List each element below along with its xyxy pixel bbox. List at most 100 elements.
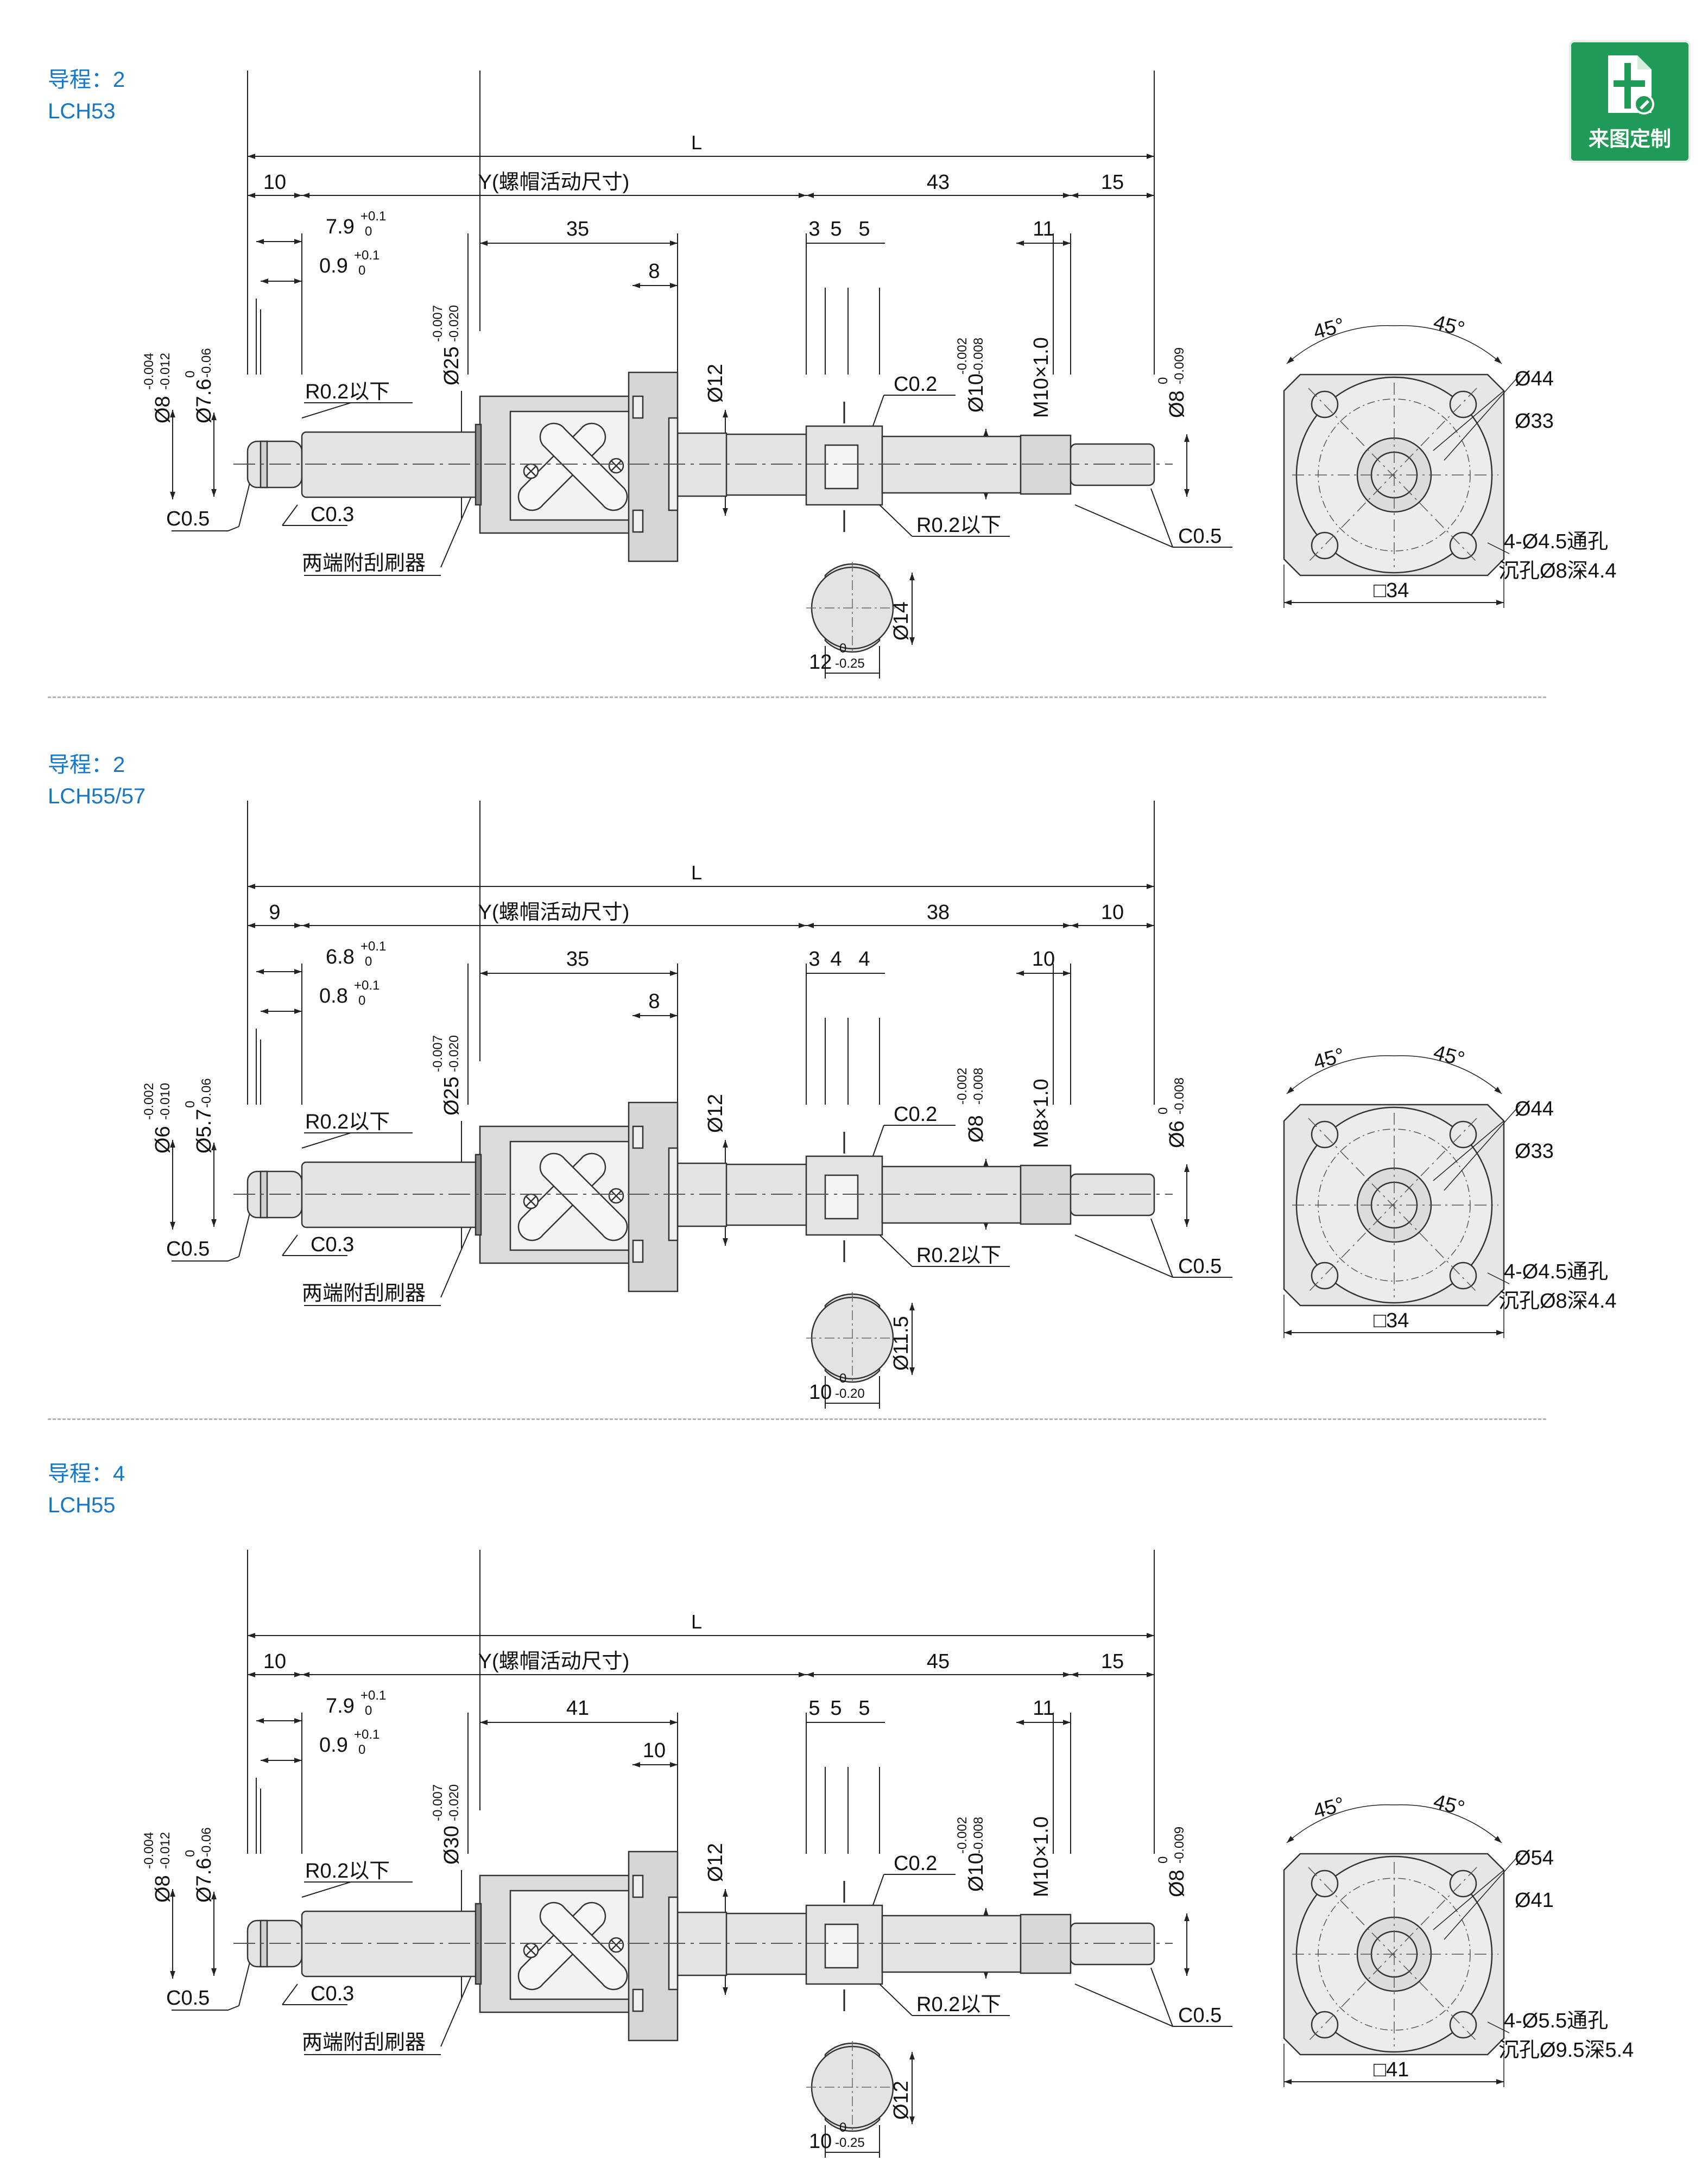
section-3-header: 导程：4 LCH55 (48, 1458, 125, 1521)
dim-a: 7.9 (326, 1695, 355, 1718)
dia-left-end-tol-up: -0.004 (142, 1832, 156, 1869)
dim-b: 0.8 (319, 985, 348, 1007)
cross-section-dia: Ø14 (890, 601, 913, 641)
model-label: LCH55 (48, 1493, 116, 1517)
dia-left-end: Ø8 (151, 1875, 174, 1903)
dim-right-support: 38 (927, 901, 950, 924)
counterbore-note: 沉孔Ø8深4.4 (1498, 1290, 1617, 1313)
dim-thread-length: 11 (1033, 1697, 1054, 1720)
dim-b-tol-dn: 0 (358, 993, 365, 1008)
dim-b-tol-dn: 0 (358, 263, 365, 278)
cross-section-flat-tol-up: 0 (839, 1371, 846, 1386)
dia-nut-tol-up: -0.007 (431, 1035, 445, 1072)
dia-right-end-tol-dn: -0.009 (1172, 347, 1187, 384)
dia-nut-tol-dn: -0.020 (447, 1035, 461, 1072)
dia-groove: Ø7.6 (193, 1858, 216, 1903)
chamfer-left-end: C0.5 (166, 1987, 210, 2010)
length-L-label: L (691, 1611, 702, 1633)
ball-screw-drawing: L 10 Y(螺帽活动尺寸) 45 15 7.9 +0.1 0 0.9 +0.1… (142, 1550, 1634, 2158)
wiper-note: 两端附刮刷器 (302, 2031, 426, 2054)
lead-label: 导程：2 (48, 68, 125, 92)
dim-right-support: 43 (927, 171, 950, 194)
dia-right-end: Ø6 (1166, 1120, 1188, 1148)
ball-screw-drawing: L 9 Y(螺帽活动尺寸) 38 10 6.8 +0.1 0 0.8 +0.1 … (142, 801, 1617, 1409)
dim-a-tol-up: +0.1 (360, 939, 386, 954)
dim-a: 6.8 (326, 946, 355, 968)
lead-label: 导程：4 (48, 1462, 125, 1486)
dim-step-1: 3 (808, 948, 820, 971)
dia-left-end-tol-dn: -0.012 (158, 1832, 173, 1869)
dim-a: 7.9 (326, 216, 355, 238)
dia-nut-tol-dn: -0.020 (447, 1784, 461, 1821)
dim-step-2: 4 (830, 948, 842, 971)
chamfer-c02: C0.2 (894, 373, 937, 396)
chamfer-c02: C0.2 (894, 1103, 937, 1126)
dia-nut-tol-up: -0.007 (431, 1784, 445, 1821)
ball-screw-drawing: L 10 Y(螺帽活动尺寸) 43 15 7.9 +0.1 0 0.9 +0.1… (142, 71, 1617, 679)
chamfer-right-end: C0.5 (1178, 525, 1222, 548)
chamfer-right-end: C0.5 (1178, 1255, 1222, 1278)
thread-spec: M10×1.0 (1030, 337, 1053, 418)
length-L-label: L (691, 861, 702, 884)
dia-shaft: Ø12 (704, 1094, 727, 1133)
flange-square: □41 (1374, 2058, 1409, 2081)
dia-right-end-tol-up: 0 (1156, 1107, 1171, 1114)
dia-groove-tol-up: 0 (183, 371, 198, 378)
dia-bearing-seat: Ø8 (965, 1115, 988, 1143)
dim-b-tol-up: +0.1 (354, 978, 379, 993)
angle-right: 45° (1431, 311, 1467, 341)
flange-square: □34 (1374, 579, 1409, 602)
cross-section-flat: 10 (809, 2130, 832, 2153)
dim-a-tol-dn: 0 (365, 954, 372, 969)
cross-section-dia: Ø12 (890, 2081, 913, 2120)
angle-right: 45° (1431, 1790, 1467, 1820)
fillet-note-left: R0.2以下 (305, 1111, 390, 1133)
document-edit-icon (1608, 55, 1654, 115)
dim-thread-length: 10 (1032, 948, 1055, 971)
dia-left-end: Ø8 (151, 396, 174, 423)
cross-section-flat-tol-dn: -0.20 (835, 1386, 865, 1401)
dim-flange-width: 8 (648, 990, 660, 1013)
dim-step-2: 5 (830, 1697, 842, 1720)
dim-step-3: 5 (858, 1697, 870, 1720)
mount-holes-note: 4-Ø5.5通孔 (1504, 2010, 1608, 2032)
thread-spec: M10×1.0 (1030, 1816, 1053, 1897)
chamfer-shaft: C0.3 (311, 1233, 354, 1256)
dia-groove-tol-up: 0 (183, 1101, 198, 1108)
model-label: LCH53 (48, 99, 116, 123)
dim-b-tol-up: +0.1 (354, 1727, 379, 1742)
dim-a-tol-up: +0.1 (360, 1688, 386, 1703)
cross-section-flat-tol-up: 0 (839, 641, 846, 656)
angle-left: 45° (1311, 1044, 1347, 1074)
dim-nut-travel: Y(螺帽活动尺寸) (478, 1650, 630, 1673)
dim-right-end: 15 (1101, 171, 1124, 194)
chamfer-left-end: C0.5 (166, 1238, 210, 1260)
wiper-note: 两端附刮刷器 (302, 1282, 426, 1305)
dim-nut-length: 35 (566, 218, 589, 240)
dim-right-end: 10 (1101, 901, 1124, 924)
mount-holes-note: 4-Ø4.5通孔 (1504, 1260, 1608, 1283)
length-L-label: L (691, 131, 702, 154)
dia-groove-tol-dn: -0.06 (199, 348, 214, 378)
dia-right-end-tol-dn: -0.009 (1172, 1827, 1187, 1864)
chamfer-left-end: C0.5 (166, 508, 210, 530)
dia-shaft: Ø12 (704, 364, 727, 403)
dim-b-tol-dn: 0 (358, 1742, 365, 1757)
thread-spec: M8×1.0 (1030, 1079, 1053, 1148)
dia-bearing-seat-tol-up: -0.002 (955, 1817, 970, 1854)
fillet-note-left: R0.2以下 (305, 1860, 390, 1883)
dia-groove: Ø5.7 (193, 1109, 216, 1154)
flange-pcd: Ø33 (1515, 1140, 1554, 1163)
dia-bearing-seat: Ø10 (965, 373, 988, 413)
dim-a-tol-dn: 0 (365, 1703, 372, 1718)
dia-nut-tol-up: -0.007 (431, 305, 445, 342)
dim-left-end: 10 (263, 171, 286, 194)
wiper-note: 两端附刮刷器 (302, 552, 426, 575)
dia-left-end-tol-up: -0.002 (142, 1083, 156, 1120)
dia-nut: Ø30 (440, 1826, 463, 1865)
custom-drawing-badge[interactable]: 来图定制 (1569, 40, 1691, 163)
chamfer-c02: C0.2 (894, 1852, 937, 1875)
dim-step-1: 3 (808, 218, 820, 240)
dia-right-end: Ø8 (1166, 1870, 1188, 1897)
section-divider (48, 1418, 1546, 1420)
